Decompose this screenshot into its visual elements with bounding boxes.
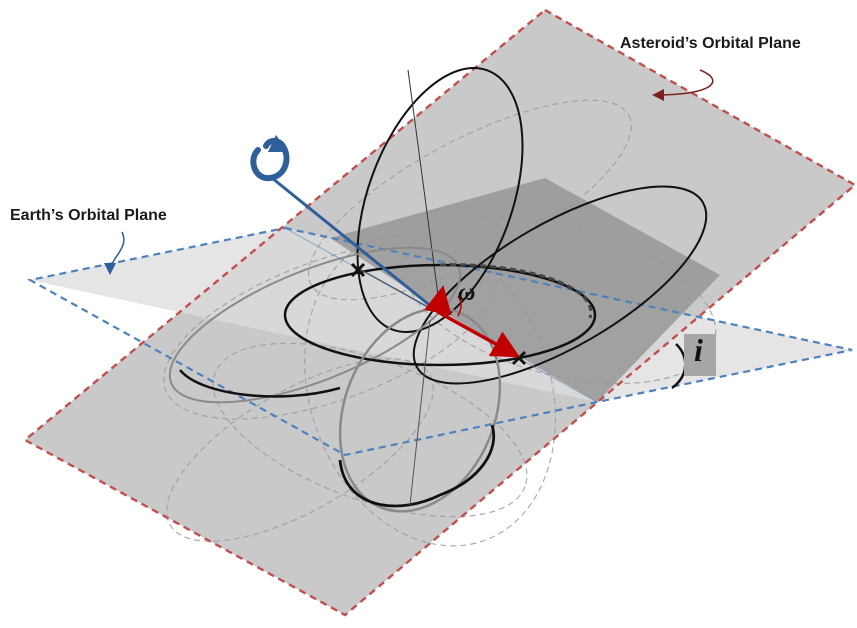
orbit-lower-dark-arc [338,424,496,508]
asteroid-plane-border [22,8,857,617]
spin-axis [271,176,439,314]
orbit-central-dashed-arc [439,263,593,319]
node-vector [437,310,521,358]
asteroid-label-pointer [652,69,714,101]
periapsis-vector [424,285,452,316]
earth-label-pointer [104,231,125,275]
asteroid-plane-label: Asteroid’s Orbital Plane [620,35,801,52]
orbit-upper-axis [407,69,441,311]
plane-overlap-region [330,178,720,402]
orbit-right [412,185,708,385]
rotation-arrowhead-icon [268,135,288,152]
orbit-left [168,246,462,404]
omega-arc [457,295,462,317]
inclination-label-box [684,334,716,376]
ascending-node-marker [350,262,366,278]
orbit-left-lower-arc [179,369,341,398]
argument-of-periapsis-symbol: ω [458,280,476,306]
orbit-lower-axis [409,319,431,506]
inclination-symbol: i [694,332,703,368]
earth-plane-border [26,226,853,457]
earth-plane-label: Earth’s Orbital Plane [10,207,167,224]
orbit-upper [356,67,524,333]
